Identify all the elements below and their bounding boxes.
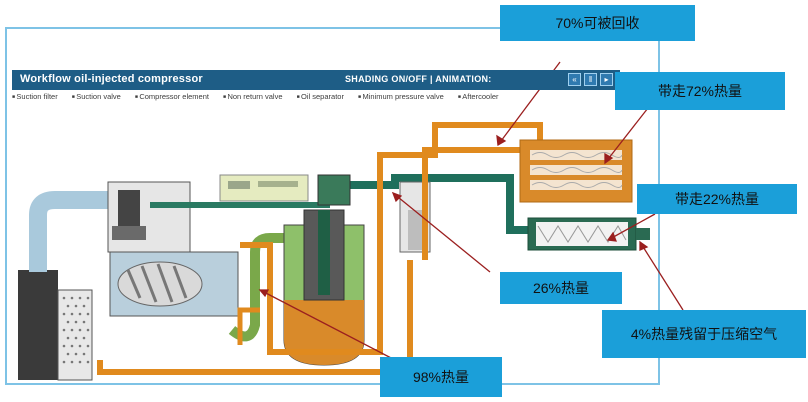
- legend-item: Oil separator: [297, 92, 344, 101]
- legend-item: Non return valve: [223, 92, 282, 101]
- compressor-element: [109, 251, 239, 317]
- legend-item: Compressor element: [135, 92, 209, 101]
- diagram-titlebar: Workflow oil-injected compressor SHADING…: [12, 70, 620, 90]
- play-button[interactable]: ▸: [600, 73, 613, 86]
- component-legend: Suction filter Suction valve Compressor …: [12, 92, 620, 104]
- callout-heat-26: 26%热量: [500, 272, 622, 304]
- callout-heat-72: 带走72%热量: [615, 72, 785, 110]
- pause-button[interactable]: ‖: [584, 73, 597, 86]
- legend-item: Suction filter: [12, 92, 57, 101]
- oil-separator: [283, 174, 365, 366]
- oil-cooler: [519, 139, 633, 203]
- legend-item: Aftercooler: [458, 92, 498, 101]
- legend-item: Minimum pressure valve: [358, 92, 443, 101]
- control-panel: [219, 174, 309, 202]
- compressed-air-pipe: [340, 174, 535, 234]
- diagram-title: Workflow oil-injected compressor: [20, 73, 203, 85]
- legend-item: Suction valve: [72, 92, 121, 101]
- inlet-duct: [29, 191, 110, 272]
- callout-heat-98: 98%热量: [380, 357, 502, 397]
- oil-return-pipe: [240, 122, 543, 355]
- rewind-button[interactable]: «: [568, 73, 581, 86]
- shading-animation-label[interactable]: SHADING ON/OFF | ANIMATION:: [345, 74, 492, 84]
- callout-heat-4: 4%热量残留于压缩空气: [602, 310, 806, 358]
- callout-heat-22: 带走22%热量: [637, 184, 797, 214]
- suction-filter: [18, 270, 93, 381]
- leader-lines: [258, 61, 684, 361]
- suction-valve: [107, 181, 191, 253]
- aftercooler: [527, 217, 650, 251]
- oil-air-mix-pipe: [228, 233, 285, 342]
- callout-recoverable: 70%可被回收: [500, 5, 695, 41]
